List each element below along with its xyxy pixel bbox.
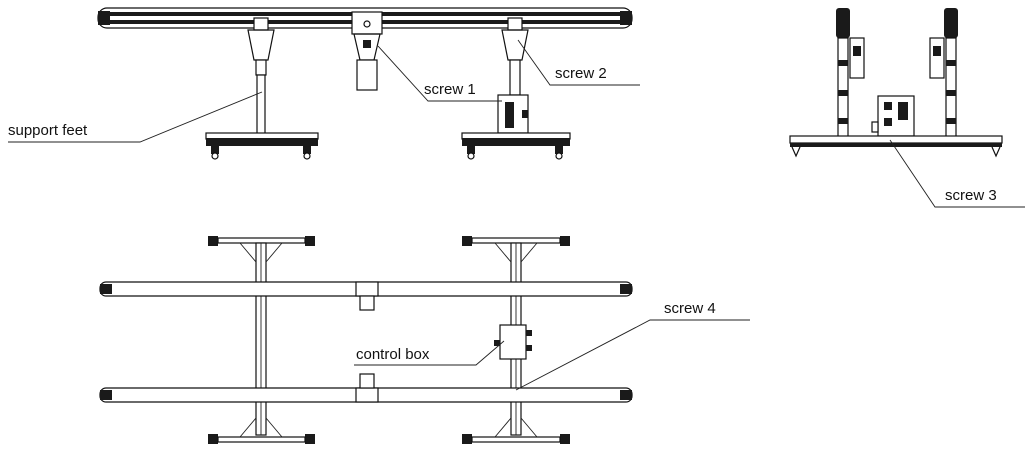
leader-screw-2: [517, 39, 640, 86]
label-screw-4: screw 4: [664, 300, 716, 317]
label-control-box: control box: [356, 346, 430, 363]
label-screw-2: screw 2: [555, 65, 607, 82]
leader-lines: [8, 39, 1025, 391]
center-clamp: [351, 11, 383, 91]
right-support: [461, 17, 571, 160]
left-support: [205, 17, 319, 160]
label-screw-1: screw 1: [424, 81, 476, 98]
leader-screw-4: [515, 319, 750, 391]
label-support-feet: support feet: [8, 122, 88, 139]
side-view: [789, 8, 1003, 158]
top-view: [99, 236, 633, 444]
leader-screw-3: [889, 139, 1025, 208]
leader-control-box: [354, 340, 505, 366]
leader-screw-1: [377, 45, 502, 102]
label-screw-3: screw 3: [945, 187, 997, 204]
leader-support-feet: [8, 91, 263, 143]
front-view: [97, 7, 633, 160]
